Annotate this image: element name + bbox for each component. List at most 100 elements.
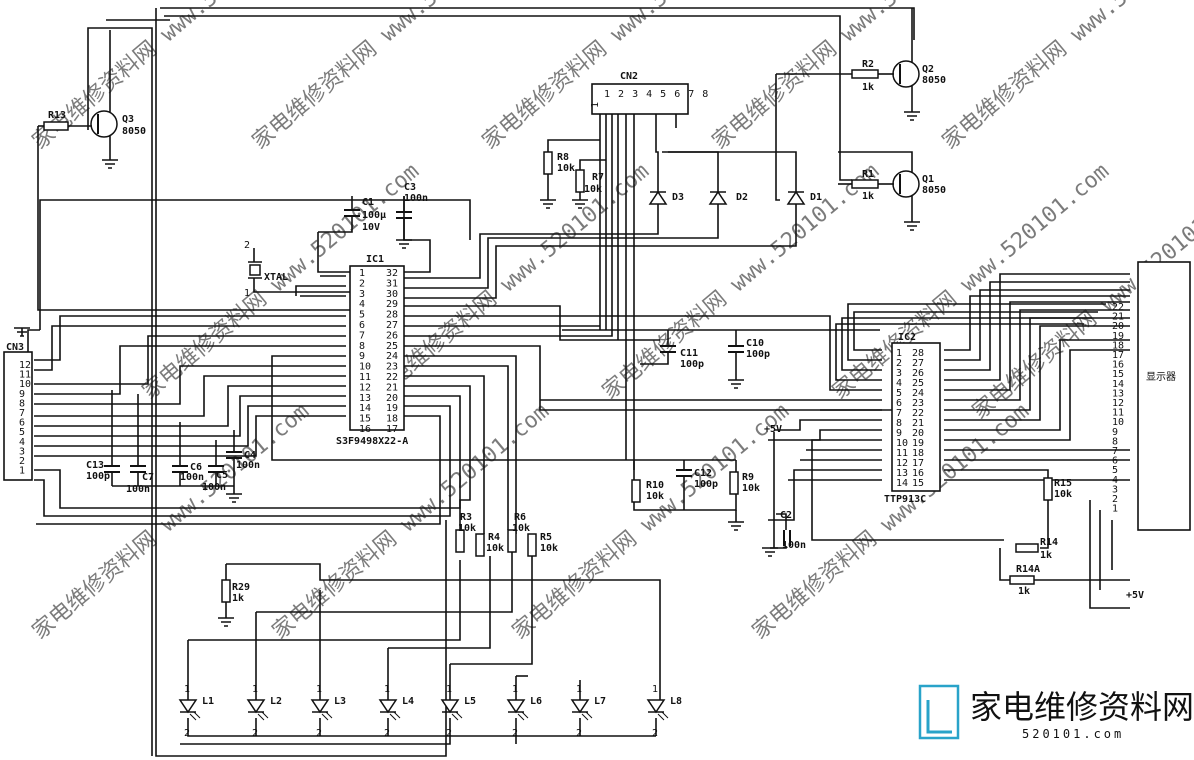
r1-ref: R1 [862, 169, 874, 180]
capacitor-c7: C7 100n [126, 465, 154, 495]
ic1-pin: 9 [359, 351, 365, 362]
wire [847, 303, 1106, 361]
ic2-pin: 18 [912, 448, 924, 459]
r9-ref: R9 [742, 472, 754, 483]
led-icon [310, 699, 330, 714]
resistor-r29: R29 1k [221, 579, 250, 604]
led-arrow-icon [521, 711, 529, 719]
led-label: L5 [464, 696, 476, 707]
display-pin: 18 [1112, 340, 1124, 351]
r4-value: 10k [486, 543, 504, 554]
led-arrow-icon [455, 711, 463, 719]
wire [944, 309, 1130, 401]
cn3-pin: 6 [19, 418, 25, 429]
wire [944, 469, 1049, 478]
ic1-pin: 3 [359, 289, 365, 300]
ic1-pin: 22 [386, 372, 398, 383]
wire [34, 325, 346, 371]
ic2-pin: 8 [896, 418, 902, 429]
r1-value: 1k [862, 191, 874, 202]
ic2-pin: 6 [896, 398, 902, 409]
led-arrow-icon [517, 713, 525, 721]
xtal-pin-bottom: 1 [244, 288, 250, 299]
cn3-pin: 9 [19, 389, 25, 400]
r14-ref: R14 [1040, 537, 1058, 548]
logo-name: 家电维修资料网 [970, 688, 1194, 726]
ic2-pin-numbers: 1234567891011121314282726252423222120191… [896, 348, 924, 489]
wire [838, 151, 913, 172]
c3-ref: C3 [404, 182, 416, 193]
c1-ref: C1 [362, 197, 374, 208]
display-pin: 1 [1112, 504, 1118, 515]
ic2-pin: 25 [912, 378, 924, 389]
supply-label-5v-display: +5V [1126, 590, 1144, 601]
c13-ref: C13 [86, 460, 104, 471]
diode-d1: D1 [786, 190, 822, 205]
ic1-pin: 12 [359, 382, 371, 393]
r15-ref: R15 [1054, 478, 1072, 489]
ic1-pin: 21 [386, 382, 398, 393]
led-arrow-icon [261, 711, 269, 719]
led-pin-bottom: 2 [446, 728, 452, 739]
resistor-r9: R9 10k [729, 471, 760, 495]
ic2-pin: 7 [896, 408, 902, 419]
wire [87, 27, 153, 756]
led-icon [246, 699, 266, 714]
cn2-pins: 1 2 3 4 5 6 7 8 [604, 89, 709, 100]
r7-value: 10k [584, 184, 602, 195]
ic2-pin: 12 [896, 458, 908, 469]
ic1-pin: 28 [386, 310, 398, 321]
capacitor-c3: C3 100n [396, 182, 428, 219]
ic2-pin: 14 [896, 478, 908, 489]
led-pin-top: 1 [384, 684, 390, 695]
ic1-pin: 2 [359, 278, 365, 289]
ic2-label: IC2 [898, 332, 916, 343]
led-arrow-icon [193, 711, 201, 719]
r29-ref: R29 [232, 582, 250, 593]
wire [1040, 500, 1049, 549]
r14a-ref: R14A [1016, 564, 1040, 575]
c11-value: 100p [680, 359, 704, 370]
d1-ref: D1 [810, 192, 822, 203]
wire [404, 315, 880, 331]
wire [34, 315, 346, 361]
c1-value: 100μ [362, 210, 386, 221]
cn2-pin-1: 1 [590, 102, 601, 108]
led-pin-top: 1 [446, 684, 452, 695]
led-label: L1 [202, 696, 214, 707]
wire [295, 285, 346, 296]
display-pin: 20 [1112, 321, 1124, 332]
wire [404, 204, 659, 279]
wire [404, 385, 471, 530]
wire [944, 273, 1130, 381]
ic1-pin: 5 [359, 310, 365, 321]
ic2-pin: 21 [912, 418, 924, 429]
display-pin: 8 [1112, 436, 1118, 447]
wire [774, 419, 882, 431]
ic1-pin: 25 [386, 341, 398, 352]
wire [944, 281, 1130, 371]
c11-ref: C11 [680, 348, 698, 359]
capacitor-c1: C1 100μ 10V [344, 197, 386, 233]
wire [164, 15, 852, 181]
r7-ref: R7 [592, 172, 604, 183]
display-pin: 9 [1112, 427, 1118, 438]
c10-ref: C10 [746, 338, 764, 349]
ic1-pin: 18 [386, 414, 398, 425]
led-pin-bottom: 2 [384, 728, 390, 739]
wire [450, 556, 533, 665]
wire [318, 216, 353, 233]
wire [579, 159, 606, 170]
ic1: IC1 S3F9498X22-A 12345678910111213141516… [336, 254, 408, 447]
q1-type: 8050 [922, 185, 946, 196]
cn3-label: CN3 [6, 342, 24, 353]
ic1-pin: 6 [359, 320, 365, 331]
transistor-q3: Q3 8050 [90, 110, 146, 138]
ground-symbols [14, 111, 920, 627]
diode-d3: D3 [648, 190, 684, 205]
led-arrow-icon [257, 713, 265, 721]
led-arrow-icon [661, 711, 669, 719]
wire [547, 139, 600, 152]
